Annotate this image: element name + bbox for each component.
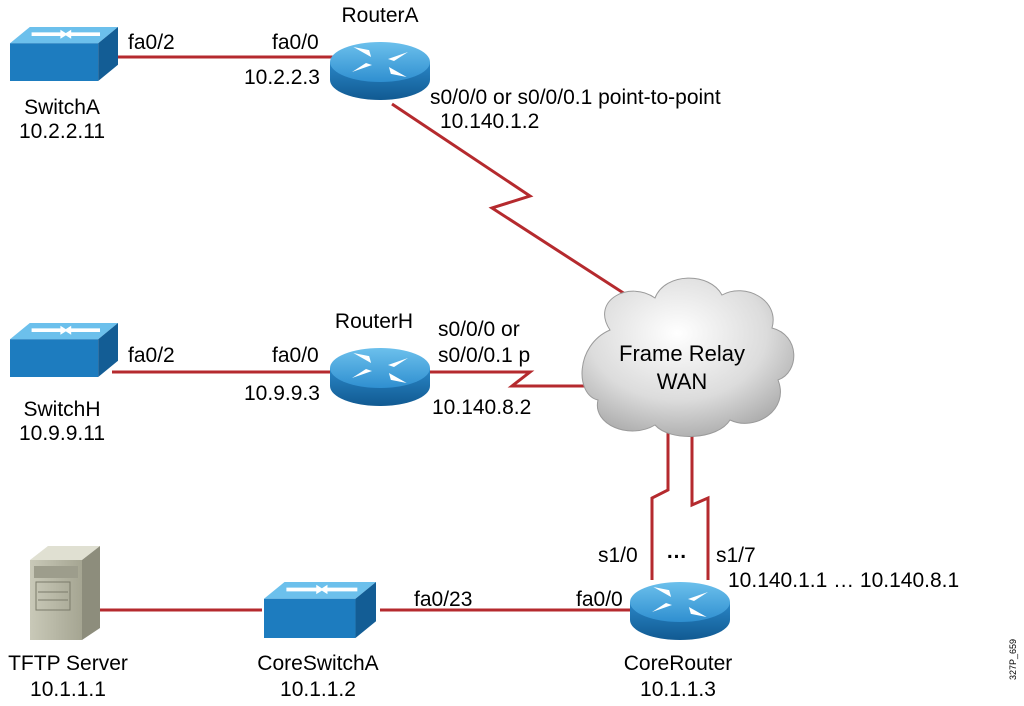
router-a-ip: 10.2.2.3 — [244, 66, 320, 89]
router-h-name: RouterH — [334, 310, 414, 333]
core-switch-icon[interactable] — [264, 582, 376, 638]
switch-h-port: fa0/2 — [128, 344, 175, 367]
core-router-if-right: s1/7 — [716, 544, 756, 567]
switch-a-name: SwitchA — [24, 96, 100, 119]
tftp-server-name: TFTP Server — [8, 652, 128, 675]
switch-a-port: fa0/2 — [128, 31, 175, 54]
router-h-icon[interactable] — [330, 348, 430, 406]
router-h-serial-if-1: s0/0/0 or — [438, 318, 520, 341]
core-router-name: CoreRouter — [623, 652, 733, 675]
core-router-if-left: s1/0 — [598, 544, 638, 567]
switch-h-name: SwitchH — [23, 398, 101, 421]
router-a-serial-ip: 10.140.1.2 — [440, 110, 540, 133]
router-a-fa-port: fa0/0 — [272, 31, 319, 54]
figure-id: 327P_659 — [1008, 638, 1018, 680]
frame-relay-cloud-icon[interactable] — [581, 277, 795, 437]
router-h-ip: 10.9.9.3 — [244, 382, 320, 405]
router-a-name: RouterA — [341, 4, 419, 27]
core-router-ellipsis: … — [666, 540, 687, 563]
switch-h-ip: 10.9.9.11 — [18, 422, 106, 445]
tftp-server-ip: 10.1.1.1 — [30, 678, 106, 701]
link-wan-corerouter-left — [650, 425, 670, 580]
core-router-ip: 10.1.1.3 — [640, 678, 716, 701]
core-router-serial-ips: 10.140.1.1 … 10.140.8.1 — [728, 569, 960, 592]
switch-h-icon[interactable] — [10, 323, 118, 377]
link-wan-corerouter-right — [690, 425, 710, 580]
switch-a-ip: 10.2.2.11 — [18, 120, 106, 143]
links — [96, 55, 710, 612]
link-routera-wan — [391, 102, 643, 307]
core-switch-ip: 10.1.1.2 — [280, 678, 356, 701]
core-router-fa-port: fa0/0 — [576, 588, 623, 611]
wan-label-line1: Frame Relay — [619, 341, 745, 366]
router-h-fa-port: fa0/0 — [272, 344, 319, 367]
router-a-icon[interactable] — [330, 42, 430, 100]
core-switch-port: fa0/23 — [414, 588, 473, 611]
core-switch-name: CoreSwitchA — [257, 652, 379, 675]
tftp-server-icon[interactable] — [30, 546, 100, 640]
wan-label-line2: WAN — [656, 369, 708, 394]
link-routerh-wan — [420, 370, 612, 388]
router-a-serial-if: s0/0/0 or s0/0/0.1 point-to-point — [430, 86, 721, 109]
core-router-icon[interactable] — [630, 582, 730, 640]
router-h-serial-if-2: s0/0/0.1 p — [438, 344, 531, 367]
router-h-serial-ip: 10.140.8.2 — [432, 396, 532, 419]
switch-a-icon[interactable] — [10, 27, 118, 81]
